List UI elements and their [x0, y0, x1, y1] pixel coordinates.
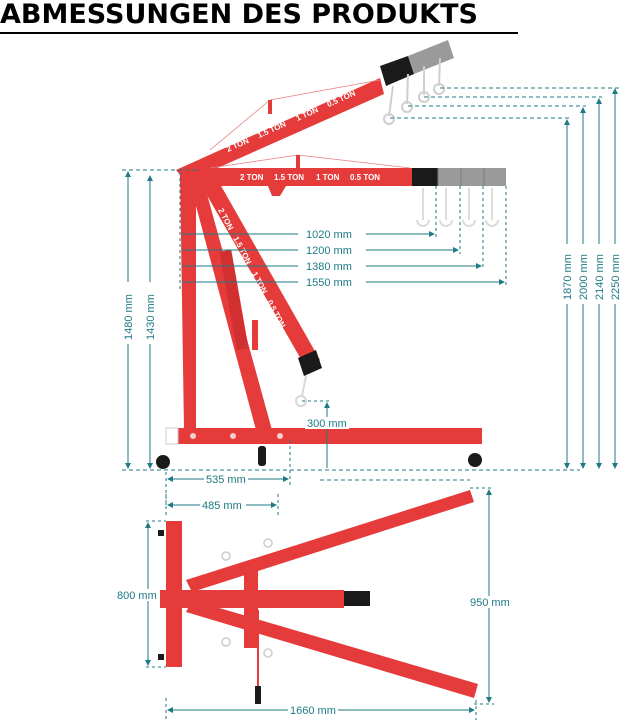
reach-1550-label: 1550 mm	[306, 277, 352, 289]
hook-min-height-label: 300 mm	[307, 418, 347, 430]
caster-wheel-rear	[156, 455, 170, 469]
page-title: ABMESSUNGEN DES PRODUKTS	[0, 0, 478, 30]
caster-wheel-front	[468, 453, 482, 467]
hook-height-2000-label: 2000 mm	[578, 254, 590, 300]
pump-handle	[255, 686, 261, 704]
reach-1380-label: 1380 mm	[306, 261, 352, 273]
caster-wheel-mid	[258, 446, 266, 466]
raised-hooks	[383, 57, 445, 125]
boom-label-1ton: 1 TON	[316, 173, 340, 182]
hook-height-2250-label: 2250 mm	[610, 254, 622, 300]
overall-length-label: 1660 mm	[290, 705, 336, 717]
rear-width-label: 800 mm	[117, 590, 157, 602]
side-base	[156, 427, 482, 469]
side-view: 2 TON 1.5 TON 1 TON 0.5 TON	[120, 40, 622, 508]
horizontal-boom: 2 TON 1.5 TON 1 TON 0.5 TON	[180, 154, 506, 227]
boom-label-2ton: 2 TON	[240, 173, 264, 182]
mast-and-lowered-boom: 2 TON 1.5 TON 1 TON 0.5 TON	[180, 170, 322, 430]
reach-1200-label: 1200 mm	[306, 245, 352, 257]
reach-1020-label: 1020 mm	[306, 229, 352, 241]
side-dimension-lines	[122, 87, 620, 508]
lower-leg	[186, 600, 478, 698]
leg-spread-label: 950 mm	[470, 597, 510, 609]
horizontal-hooks	[416, 188, 499, 227]
top-view: 485 mm 800 mm 950 mm 1660 mm	[116, 487, 514, 720]
height-1430-label: 1430 mm	[145, 294, 157, 340]
boom-label-1-5ton: 1.5 TON	[274, 173, 304, 182]
boom-label-0-5ton: 0.5 TON	[350, 173, 380, 182]
raised-boom: 2 TON 1.5 TON 1 TON 0.5 TON	[176, 40, 454, 182]
hook-height-2140-label: 2140 mm	[594, 254, 606, 300]
title-underline	[0, 32, 518, 34]
base-depth-label: 485 mm	[202, 500, 242, 512]
upper-leg	[186, 490, 474, 592]
front-offset-label: 535 mm	[206, 474, 246, 486]
lowered-hook	[295, 375, 307, 407]
hook-height-1870-label: 1870 mm	[562, 254, 574, 300]
height-1480-label: 1480 mm	[123, 294, 135, 340]
